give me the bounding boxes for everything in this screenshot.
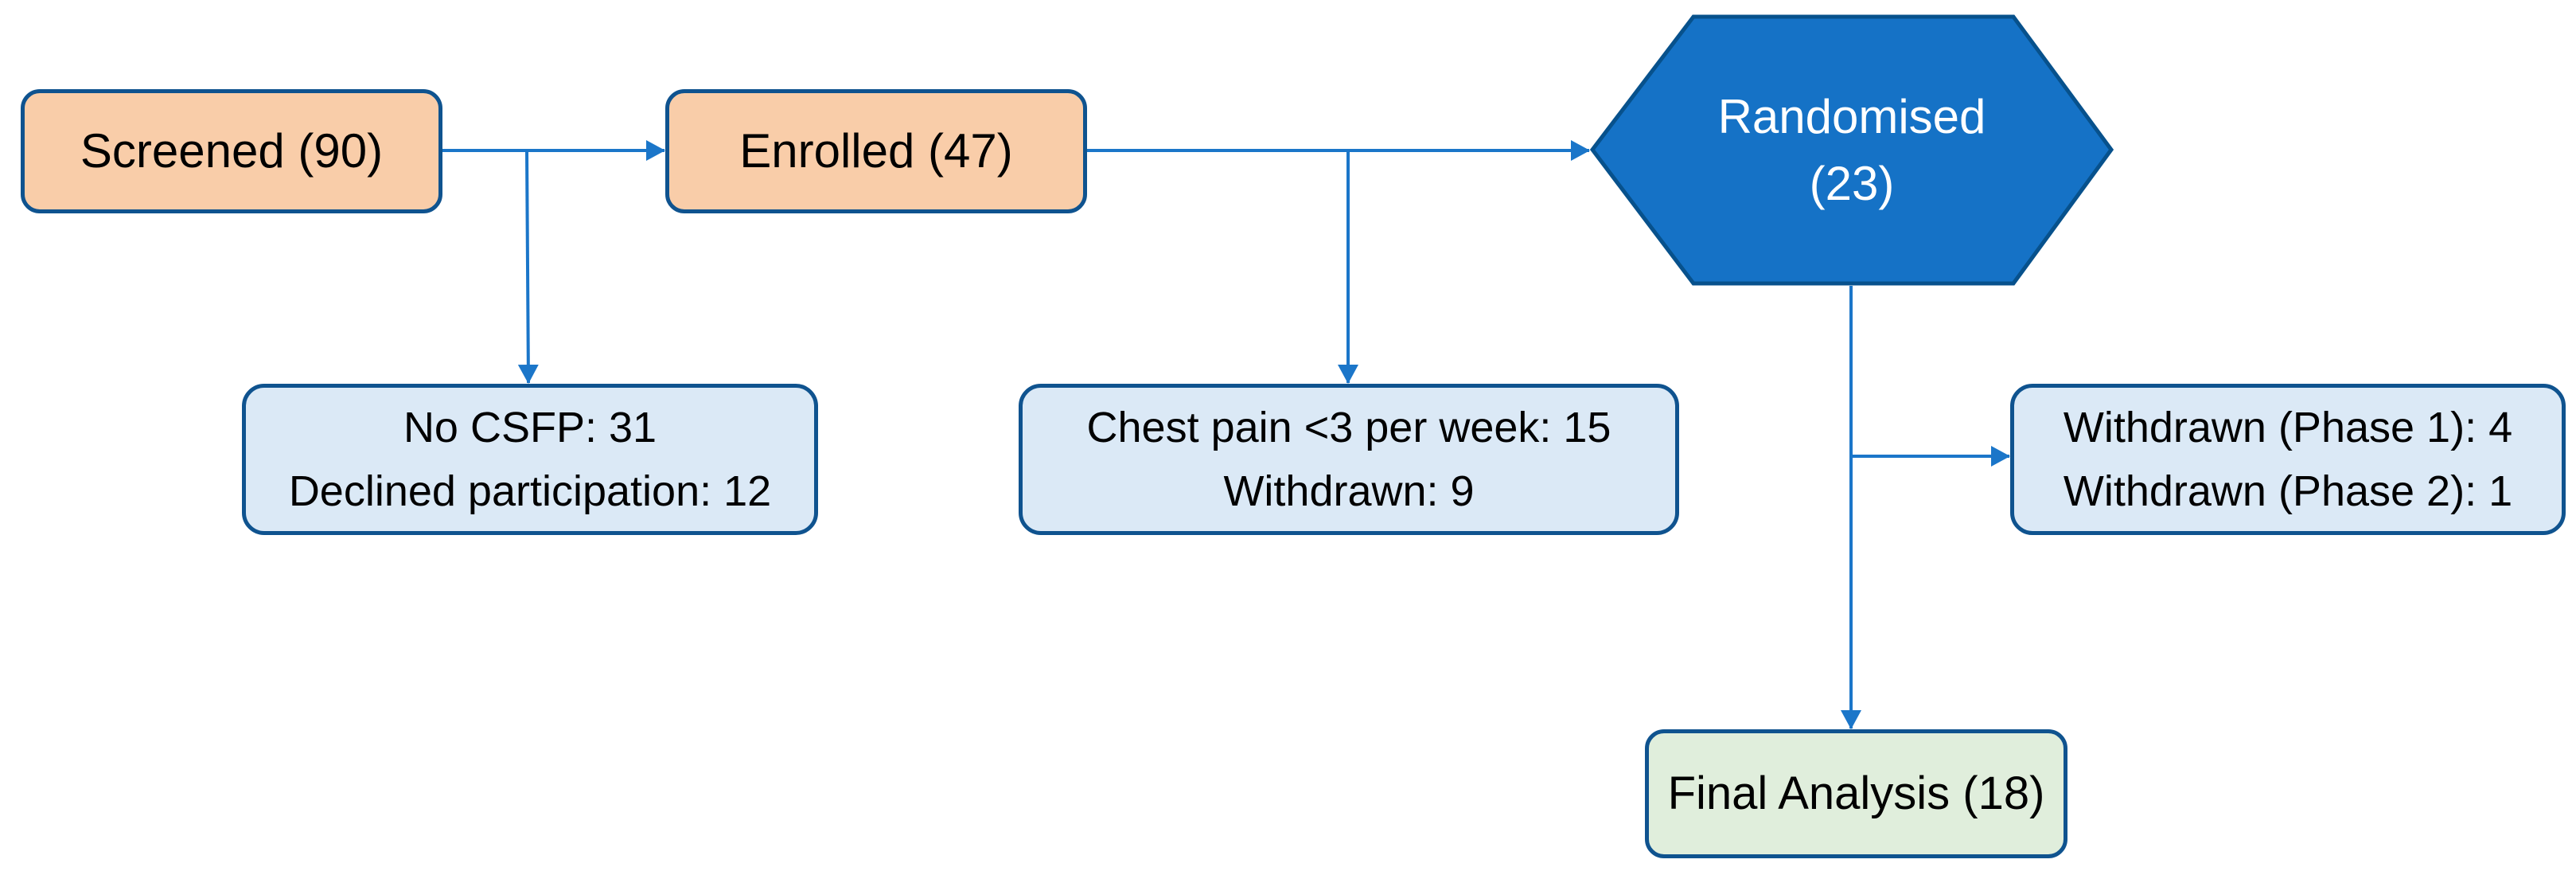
randomised-hexagon: Randomised (23) bbox=[1590, 14, 2114, 286]
screened-label: Screened (90) bbox=[80, 124, 384, 178]
chest-pain-exclusion-box: Chest pain <3 per week: 15 Withdrawn: 9 bbox=[1019, 384, 1679, 535]
withdrawn-line2: Withdrawn (Phase 2): 1 bbox=[2063, 467, 2513, 515]
final-analysis-box: Final Analysis (18) bbox=[1645, 729, 2067, 858]
final-analysis-label: Final Analysis (18) bbox=[1667, 768, 2045, 820]
screened-box: Screened (90) bbox=[21, 89, 442, 213]
randomised-label-line1: Randomised bbox=[1717, 89, 1986, 143]
chest-pain-line2: Withdrawn: 9 bbox=[1223, 467, 1475, 515]
arrow-down-to-no-csfp bbox=[517, 150, 539, 384]
randomised-hexagon-shape bbox=[1590, 14, 2114, 286]
withdrawn-line1: Withdrawn (Phase 1): 4 bbox=[2063, 404, 2513, 451]
no-csfp-line1: No CSFP: 31 bbox=[403, 404, 657, 451]
no-csfp-line2: Declined participation: 12 bbox=[288, 467, 772, 515]
enrolled-box: Enrolled (47) bbox=[665, 89, 1087, 213]
randomised-label-line2: (23) bbox=[1809, 156, 1895, 210]
chest-pain-line1: Chest pain <3 per week: 15 bbox=[1086, 404, 1611, 451]
withdrawn-box: Withdrawn (Phase 1): 4 Withdrawn (Phase … bbox=[2010, 384, 2566, 535]
no-csfp-exclusion-box: No CSFP: 31 Declined participation: 12 bbox=[242, 384, 818, 535]
enrolled-label: Enrolled (47) bbox=[739, 124, 1013, 178]
